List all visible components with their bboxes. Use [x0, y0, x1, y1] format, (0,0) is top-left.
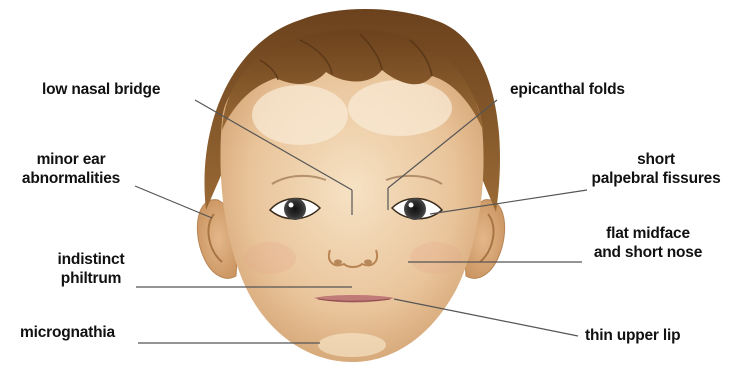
- label-short-pf-line1: short: [580, 150, 732, 169]
- label-short-palpebral-fissures: short palpebral fissures: [580, 150, 732, 188]
- label-minor-ear-abnormalities: minor ear abnormalities: [8, 150, 134, 188]
- label-thin-upper-lip: thin upper lip: [585, 326, 680, 345]
- leader-minor-ear: [135, 186, 212, 218]
- label-low-nasal-bridge: low nasal bridge: [42, 80, 160, 99]
- label-flat-midface-line2: and short nose: [580, 243, 716, 262]
- label-minor-ear-line1: minor ear: [8, 150, 134, 169]
- label-indistinct-line1: indistinct: [44, 250, 138, 269]
- label-micrognathia: micrognathia: [20, 323, 115, 342]
- label-indistinct-philtrum: indistinct philtrum: [44, 250, 138, 288]
- label-indistinct-line2: philtrum: [44, 269, 138, 288]
- label-short-pf-line2: palpebral fissures: [580, 169, 732, 188]
- label-flat-midface-line1: flat midface: [580, 224, 716, 243]
- label-epicanthal-folds: epicanthal folds: [510, 80, 625, 99]
- label-flat-midface-short-nose: flat midface and short nose: [580, 224, 716, 262]
- label-minor-ear-line2: abnormalities: [8, 169, 134, 188]
